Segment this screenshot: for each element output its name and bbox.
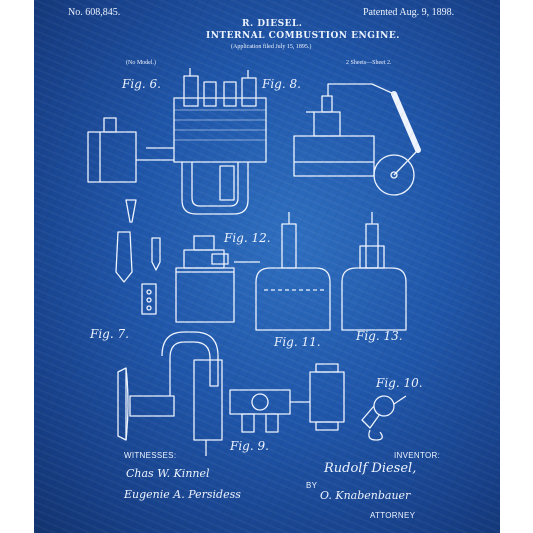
witnesses-label: WITNESSES: [124,451,177,460]
fig13-label: Fig. 13. [356,329,403,343]
witness-signature-1: Chas W. Kinnel [126,467,210,480]
patent-number: No. 608,845. [68,7,121,18]
patent-title: INTERNAL COMBUSTION ENGINE. [206,31,400,41]
model-note: (No Model.) [126,60,156,66]
fig6-drawing [87,68,267,215]
fig11-label: Fig. 11. [274,335,321,349]
fig7-drawing [115,199,161,315]
fig8-drawing [293,83,421,196]
witness-signature-2: Eugenie A. Persidess [124,488,241,501]
inventor-signature: Rudolf Diesel, [324,461,417,476]
fig7-label: Fig. 7. [90,327,129,341]
inventor-label: INVENTOR: [394,451,441,460]
patent-drawings [87,68,421,456]
fig6-label: Fig. 6. [122,77,161,91]
sheet-count: 2 Sheets—Sheet 2. [346,60,392,66]
fig10-drawing [361,395,407,441]
fig8-label: Fig. 8. [262,77,301,91]
by-label: BY [306,481,318,490]
fig10-label: Fig. 10. [376,376,423,390]
attorney-signature: O. Knabenbauer [320,489,411,502]
fig12-label: Fig. 12. [224,231,271,245]
fig11-drawing [255,212,331,331]
application-date: (Application filed July 15, 1895.) [231,44,312,50]
blueprint-sheet: No. 608,845. Patented Aug. 9, 1898. R. D… [34,0,500,533]
fig13-drawing [341,212,407,331]
fig9-label: Fig. 9. [230,439,269,453]
patent-date: Patented Aug. 9, 1898. [363,7,455,18]
inventor-header: R. DIESEL. [242,19,303,29]
attorney-label: ATTORNEY [370,511,416,520]
fig12-drawing [175,235,260,323]
fig9-drawing [117,331,345,456]
